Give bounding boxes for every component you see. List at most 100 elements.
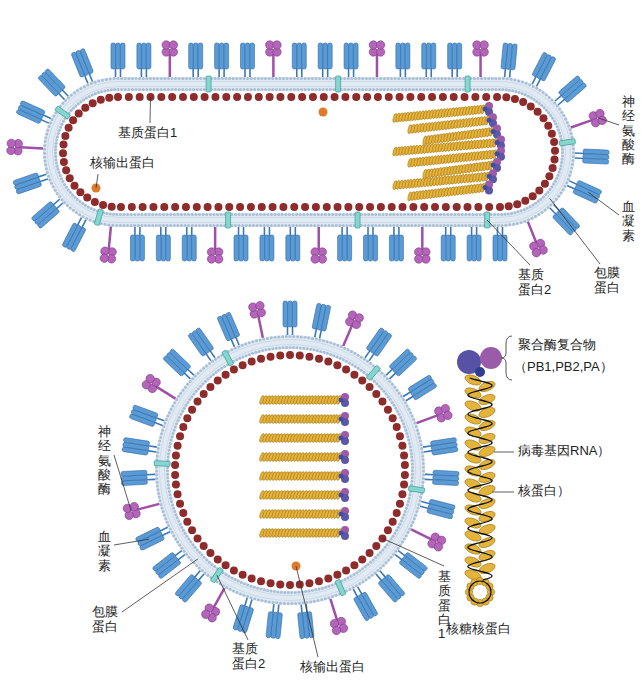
lipid-head	[302, 601, 305, 604]
lipid-head	[310, 213, 313, 216]
matrix-protein-dot	[230, 366, 238, 374]
matrix-protein-dot	[179, 509, 187, 517]
lipid-head	[228, 77, 231, 80]
surface-spike	[7, 139, 44, 156]
lipid-head	[408, 88, 411, 91]
hemagglutinin-stem	[148, 446, 157, 447]
matrix-protein-2-channel	[55, 106, 71, 119]
lipid-head	[212, 373, 215, 376]
polymerase-blob	[487, 174, 492, 179]
matrix-protein-dot	[511, 95, 519, 103]
lipid-head	[203, 77, 206, 80]
lipid-head	[414, 514, 417, 517]
lipid-head	[321, 587, 324, 590]
lipid-head	[500, 213, 503, 216]
lipid-head	[160, 503, 163, 506]
lipid-head	[162, 213, 165, 216]
lipid-head	[347, 88, 350, 91]
lipid-head	[257, 598, 260, 601]
lipid-head	[54, 148, 57, 151]
hemagglutinin-lobe	[121, 470, 147, 476]
matrix-protein-dot	[75, 110, 83, 118]
lipid-head	[264, 77, 267, 80]
lipid-head	[217, 77, 220, 80]
lipid-head	[501, 88, 504, 91]
lipid-head	[343, 77, 346, 80]
lipid-head	[300, 88, 303, 91]
matrix-protein-dot	[66, 174, 74, 182]
lipid-head	[192, 77, 195, 80]
matrix-protein-dot	[99, 201, 107, 209]
hemagglutinin-lobe	[156, 235, 161, 261]
lipid-head	[372, 364, 375, 367]
lipid-head	[196, 88, 199, 91]
matrix-protein-dot	[194, 534, 202, 542]
hemagglutinin-stem	[406, 396, 414, 401]
hemagglutinin-stem	[348, 68, 350, 77]
lipid-head	[325, 88, 328, 91]
lipid-head	[176, 419, 179, 422]
lipid-head	[245, 224, 248, 227]
lipid-head	[396, 410, 399, 413]
lipid-head	[568, 174, 571, 177]
surface-spike	[419, 497, 455, 519]
lipid-head	[220, 224, 223, 227]
lipid-head	[450, 213, 453, 216]
lipid-head	[396, 389, 399, 392]
lipid-head	[311, 589, 314, 592]
lipid-head	[172, 432, 175, 435]
surface-spike	[383, 348, 417, 382]
lipid-head	[293, 88, 296, 91]
lipid-head	[255, 339, 258, 342]
lipid-head	[331, 213, 334, 216]
lipid-head	[157, 443, 160, 446]
hemagglutinin-lobe	[146, 43, 151, 69]
lipid-head	[397, 526, 400, 529]
matrix-protein-dot	[450, 93, 458, 101]
lipid-head	[224, 77, 227, 80]
lipid-head	[464, 224, 467, 227]
lipid-head	[378, 213, 381, 216]
matrix-protein-dot	[384, 406, 392, 414]
lipid-head	[365, 77, 368, 80]
lipid-head	[270, 213, 273, 216]
lipid-head	[43, 152, 46, 155]
matrix-protein-dot	[366, 549, 374, 557]
hemagglutinin-lobe	[142, 43, 147, 69]
lipid-head	[169, 224, 172, 227]
hemagglutinin-lobe	[215, 43, 220, 69]
lipid-head	[569, 128, 572, 131]
hemagglutinin-stem	[315, 328, 317, 337]
hemagglutinin-lobe	[298, 613, 305, 639]
lipid-head	[180, 213, 183, 216]
lipid-head	[537, 200, 540, 203]
hemagglutinin-lobe	[374, 333, 393, 357]
matrix-protein-dot	[172, 481, 180, 489]
lipid-head	[196, 77, 199, 80]
hemagglutinin-lobe	[510, 44, 517, 70]
lipid-head	[375, 382, 378, 385]
surface-spike	[414, 403, 453, 430]
lipid-head	[253, 597, 256, 600]
lipid-head	[57, 132, 60, 135]
matrix-protein-dot	[496, 203, 504, 211]
lipid-head	[175, 422, 178, 425]
lipid-head	[567, 178, 570, 181]
surface-spike	[200, 584, 231, 623]
lipid-head	[156, 481, 159, 484]
surface-spike	[137, 43, 151, 77]
hemagglutinin-stem	[134, 227, 136, 236]
lipid-head	[67, 188, 70, 191]
lipid-head	[44, 136, 47, 139]
lipid-head	[329, 341, 332, 344]
matrix-protein-dot	[529, 192, 537, 200]
matrix-protein-dot	[206, 383, 214, 391]
lipid-head	[295, 346, 298, 349]
matrix-protein-dot	[276, 351, 284, 359]
hemagglutinin-lobe	[224, 43, 229, 69]
matrix-protein-dot	[428, 93, 436, 101]
lipid-head	[195, 390, 198, 393]
lipid-head	[394, 407, 397, 410]
lipid-head	[288, 213, 291, 216]
surface-spike	[266, 41, 282, 77]
